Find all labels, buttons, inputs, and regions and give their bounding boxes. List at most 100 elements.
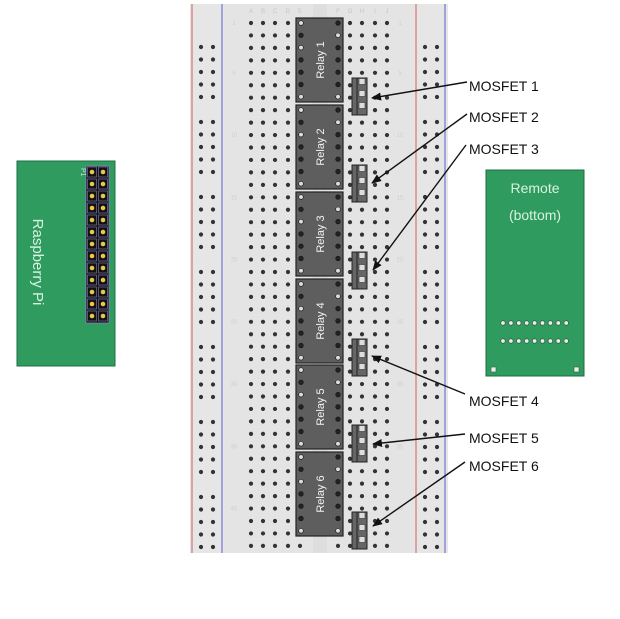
rail-hole [434, 119, 440, 125]
rail-hole [210, 382, 216, 387]
rail-hole [422, 57, 428, 62]
relay-pin [298, 342, 304, 349]
breadboard-hole [260, 157, 266, 163]
breadboard-hole [384, 58, 390, 63]
mosfet-callout-5: MOSFET 5 [372, 430, 539, 448]
breadboard-hole [260, 506, 266, 511]
breadboard-hole [372, 419, 378, 424]
rail-hole [210, 344, 216, 350]
breadboard-hole [260, 344, 266, 349]
relay-pin [335, 20, 341, 26]
relay-pin [335, 156, 341, 162]
breadboard-hole [272, 195, 278, 200]
breadboard-hole [272, 45, 278, 51]
breadboard-hole [347, 33, 353, 38]
breadboard-hole [285, 70, 291, 75]
breadboard-hole [272, 506, 278, 511]
gpio-header [85, 165, 110, 324]
breadboard-hole [248, 481, 254, 486]
relay-label: Relay 3 [315, 215, 327, 252]
relay-pin [335, 168, 341, 175]
remote-hole [516, 320, 522, 326]
breadboard-hole [384, 444, 390, 449]
breadboard-hole [272, 182, 278, 187]
relay-pin [298, 20, 304, 26]
column-letter: H [360, 9, 364, 15]
breadboard-hole [347, 182, 353, 187]
breadboard-hole [260, 419, 266, 424]
breadboard-hole [248, 319, 254, 324]
breadboard-hole [260, 494, 266, 499]
rail-hole [422, 82, 428, 87]
breadboard-hole [272, 518, 278, 524]
mosfet-pin [358, 78, 366, 85]
breadboard-hole [347, 543, 353, 549]
rail-hole [422, 469, 428, 475]
rail-hole [198, 494, 204, 500]
rail-hole [434, 144, 440, 150]
relay-pin [335, 342, 341, 349]
column-letter: D [286, 9, 291, 15]
breadboard-hole [248, 232, 254, 237]
breadboard-hole [260, 232, 266, 237]
breadboard-hole [248, 20, 254, 26]
row-number: 25 [231, 320, 238, 326]
rail-hole [198, 532, 204, 537]
remote-hole [500, 320, 506, 326]
arrow [372, 144, 467, 271]
breadboard-hole [372, 20, 378, 26]
breadboard-hole [260, 195, 266, 200]
rail-hole [434, 357, 440, 362]
breadboard-hole [260, 45, 266, 51]
breadboard-hole [285, 207, 291, 212]
relay-pin [298, 479, 304, 485]
header-pin-pad [89, 205, 95, 211]
mosfet-pin [358, 536, 366, 543]
breadboard-hole [285, 195, 291, 200]
breadboard-hole [372, 58, 378, 63]
breadboard-hole [260, 543, 266, 549]
header-pin-pad [89, 229, 95, 235]
breadboard-hole [248, 95, 254, 100]
breadboard-hole [335, 543, 341, 549]
breadboard-hole [285, 381, 291, 387]
row-number: 40 [231, 507, 238, 513]
header-label: P1 [79, 168, 86, 177]
breadboard-hole [359, 145, 365, 150]
breadboard-hole [359, 481, 365, 486]
breadboard-hole [272, 95, 278, 100]
breadboard-hole [384, 282, 390, 287]
breadboard-hole [347, 369, 353, 374]
relay-pin [298, 306, 304, 312]
breadboard-hole [248, 444, 254, 449]
breadboard-hole [248, 207, 254, 212]
breadboard-hole [248, 469, 254, 474]
relay-label: Relay 2 [315, 128, 327, 165]
relay-pin [298, 441, 304, 447]
rail-hole [422, 369, 428, 375]
breadboard-hole [347, 456, 353, 461]
breadboard-hole [359, 245, 365, 250]
breadboard-hole [372, 307, 378, 312]
breadboard-hole [272, 132, 278, 138]
rail-hole [210, 432, 216, 437]
breadboard-hole [260, 332, 266, 337]
row-number: 10 [397, 133, 404, 139]
rail-hole [210, 94, 216, 100]
rail-hole [422, 157, 428, 162]
rail-hole [422, 307, 428, 312]
header-pin-pad [100, 169, 106, 175]
row-number: 35 [397, 444, 404, 450]
relay-pin [335, 268, 341, 274]
rail-hole [434, 419, 440, 425]
rail-hole [198, 419, 204, 425]
breadboard-hole [347, 145, 353, 150]
mosfet-pin [358, 252, 366, 259]
breadboard-hole [248, 157, 254, 163]
mosfet-pin [358, 264, 366, 271]
relay-pin [335, 503, 341, 509]
breadboard-hole [260, 307, 266, 312]
breadboard-hole [248, 456, 254, 461]
